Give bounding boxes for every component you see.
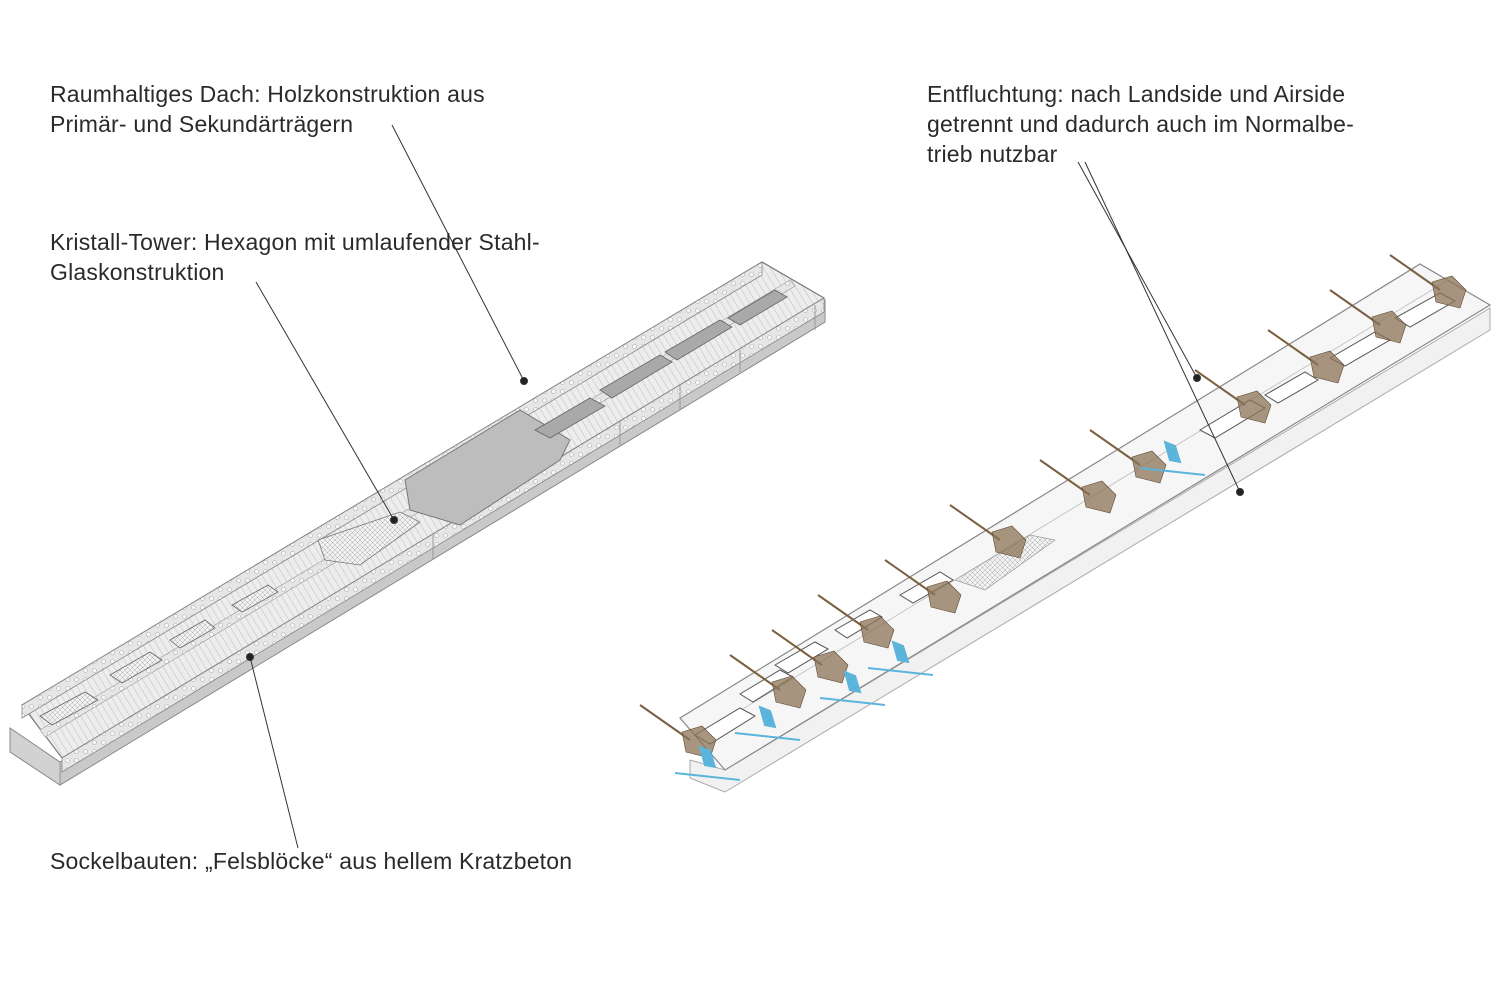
escape-stair-group <box>1089 429 1167 484</box>
escape-stair <box>859 615 895 649</box>
escape-stair <box>1309 350 1345 384</box>
escape-stair-group <box>771 629 849 684</box>
escape-stair-group <box>817 594 895 649</box>
annotation-tower-line-2: Glaskonstruktion <box>50 259 225 285</box>
escape-stair-group <box>1039 459 1117 514</box>
escape-stair-rail <box>1039 459 1091 496</box>
annotation-escape-line-2: getrennt und dadurch auch im Normalbe- <box>927 111 1354 137</box>
escape-stair-rail <box>1389 254 1441 291</box>
escape-route-line <box>819 697 886 706</box>
escape-stair <box>1236 390 1272 424</box>
leader-lines <box>246 124 1244 849</box>
escape-route-line <box>1139 467 1206 476</box>
escape-stair <box>771 675 807 709</box>
annotation-tower: Kristall-Tower: Hexagon mit umlaufender … <box>50 227 540 287</box>
escape-stair-rail <box>1194 369 1246 406</box>
escape-route-line <box>867 667 934 676</box>
annotation-roof-line-1: Raumhaltiges Dach: Holzkonstruktion aus <box>50 81 485 107</box>
escape-route-stair <box>891 640 910 664</box>
escape-stair-rail <box>639 704 691 741</box>
right-base-front <box>689 307 1491 793</box>
escape-stair <box>991 525 1027 559</box>
escape-stair-rail <box>1267 329 1319 366</box>
escape-route-stair <box>843 670 862 694</box>
escape-route-stair <box>698 745 717 769</box>
annotation-base: Sockelbauten: „Felsblöcke“ aus hellem Kr… <box>50 846 572 876</box>
annotation-escape: Entfluchtung: nach Landside und Airside … <box>927 79 1354 169</box>
annotation-roof-line-2: Primär- und Sekundärträgern <box>50 111 354 137</box>
escape-stair-rail <box>817 594 869 631</box>
escape-stair-group <box>1329 289 1407 344</box>
escape-route-stair <box>758 705 777 729</box>
left-columns <box>432 305 816 560</box>
annotation-tower-line-1: Kristall-Tower: Hexagon mit umlaufender … <box>50 229 540 255</box>
escape-route-stair <box>1163 440 1182 464</box>
escape-stair-rail <box>729 654 781 691</box>
escape-stair-group <box>1194 369 1272 424</box>
escape-stair <box>926 580 962 614</box>
left-roof-front-truss <box>61 297 825 773</box>
escape-routes-blue <box>674 440 1206 781</box>
escape-route-line <box>674 772 741 781</box>
right-building-model <box>639 254 1492 793</box>
escape-stairs <box>639 254 1467 759</box>
escape-stair <box>1081 480 1117 514</box>
right-roof-inner-edge <box>699 281 1446 736</box>
annotation-base-line-1: Sockelbauten: „Felsblöcke“ aus hellem Kr… <box>50 848 573 874</box>
escape-stair-rail <box>1329 289 1381 326</box>
kristall-tower-mesh <box>317 511 421 566</box>
escape-stair-group <box>1389 254 1467 309</box>
left-roof-edge-truss <box>21 261 763 719</box>
left-roof-openings <box>39 289 788 726</box>
escape-stair-group <box>1267 329 1345 384</box>
escape-stair <box>1131 450 1167 484</box>
escape-stair-rail <box>949 504 1001 541</box>
escape-stair-rail <box>1089 429 1141 466</box>
annotation-escape-line-3: trieb nutzbar <box>927 141 1058 167</box>
escape-route-line <box>734 732 801 741</box>
annotation-roof: Raumhaltiges Dach: Holzkonstruktion aus … <box>50 79 485 139</box>
escape-stair <box>1371 310 1407 344</box>
escape-stair-rail <box>884 559 936 596</box>
escape-stair-group <box>949 504 1027 559</box>
escape-stair-rail <box>771 629 823 666</box>
left-roof-solid-section <box>404 409 571 526</box>
escape-stair-group <box>729 654 807 709</box>
annotation-escape-line-1: Entfluchtung: nach Landside und Airside <box>927 81 1346 107</box>
escape-stair-group <box>884 559 962 614</box>
escape-stair <box>1431 275 1467 309</box>
